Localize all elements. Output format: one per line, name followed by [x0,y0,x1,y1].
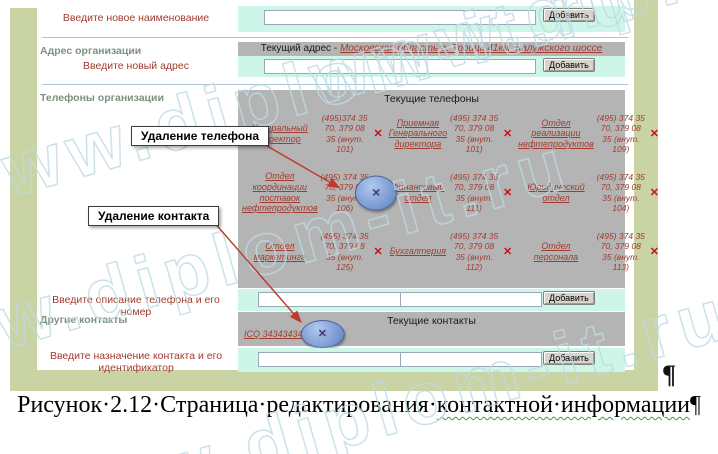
new-address-label: Введите новый адрес [83,60,189,72]
contact-delete-callout: Удаление контакта [88,206,220,226]
delete-phone-icon[interactable]: ✕ [503,128,513,140]
phones-section-label: Телефоны организации [40,92,164,104]
divider [42,84,628,85]
department-link[interactable]: Приемная Генерального директора [388,117,448,149]
page-frame-right [634,0,658,391]
phone-number: (495) 374 35 70, 379 08 35 (внут. 113) [596,230,645,272]
phone-entry: Отдел персонала (495) 374 35 70, 379 08 … [516,222,663,281]
phone-entry: Отдел координации поставок нефтепродукто… [240,163,398,222]
delete-phone-icon[interactable]: ✕ [373,128,383,140]
new-contact-label-line2: идентификатор [98,362,174,375]
phone-desc-label: Введите описание телефона и его номер [52,294,220,319]
add-address-button[interactable]: Добавить [543,58,595,72]
phone-entry: Отдел реализации нефтепродуктов (495) 37… [516,104,663,163]
add-contact-button[interactable]: Добавить [543,351,595,365]
add-phone-button[interactable]: Добавить [543,291,595,305]
department-link[interactable]: Отдел координации поставок нефтепродукто… [242,171,318,214]
contact-purpose-input[interactable] [258,352,402,367]
delete-phone-icon[interactable]: ✕ [503,246,513,258]
delete-contact-icon[interactable]: ✕✕ [300,319,345,348]
current-address-bar [238,42,625,56]
contact-id-input[interactable] [400,352,542,367]
delete-phone-icon[interactable]: ✕ [503,187,513,199]
delete-phone-icon[interactable]: ✕ [649,187,659,199]
phone-number: (495) 374 35 70, 379 08 35 (внут. 101) [450,112,499,154]
cursor-highlight: ✕ [355,175,398,210]
department-link[interactable]: Финансовый отдел [391,181,445,203]
new-address-input[interactable] [264,59,536,74]
phone-entry: Отдел маркетинга (495) 374 35 70, 379 08… [240,222,387,281]
pilcrow-mark: ¶ [662,360,677,389]
phone-delete-callout: Удаление телефона [131,126,270,146]
add-name-button[interactable]: Добавить [543,8,595,22]
current-phones-panel: Текущие телефоны [238,90,625,288]
contact-entry-link[interactable]: ICQ 343434343 [244,329,308,339]
page-frame-left [10,8,37,370]
delete-phone-icon[interactable]: ✕ [373,246,383,258]
figure-caption: Рисунок·2.12·Страница·редактирования·кон… [0,392,718,419]
new-name-input[interactable] [264,10,536,25]
phone-number: (495) 374 35 70, 379 08 35 (внут. 106) [320,171,369,213]
department-link[interactable]: Отдел маркетинга [253,240,306,262]
phone-number: (495)374 35 70, 379 08 35 (внут. 101) [321,112,368,154]
cursor-highlight: ✕ [300,319,345,348]
caption-underlined-text: контактной·информации [436,392,690,418]
phone-number: (495) 374 35 70, 379 08 35 (внут. 109) [596,112,645,154]
department-link[interactable]: Отдел реализации нефтепродуктов [518,117,594,149]
phone-number-input[interactable] [400,292,542,307]
page-frame-bottom [10,370,658,391]
phone-entry: Юридический отдел (495) 374 35 70, 379 0… [516,163,663,222]
divider [42,37,628,38]
phones-grid: Генеральный директор (495)374 35 70, 379… [240,104,659,281]
current-contacts-title: Текущие контакты [387,315,476,327]
phone-entry: Бухгалтерия (495) 374 35 70, 379 08 35 (… [387,222,516,281]
phone-entry: Приемная Генерального директора (495) 37… [387,104,516,163]
caption-pilcrow: ¶ [690,392,701,418]
department-link[interactable]: Отдел персонала [533,240,579,262]
department-link[interactable]: Юридический отдел [527,181,585,203]
caption-prefix: Рисунок·2.12·Страница·редактирования· [17,392,437,418]
delete-phone-icon[interactable]: ✕✕ [355,175,398,210]
phone-entry: Финансовый отдел (495) 374 35 70, 379 08… [387,163,516,222]
current-address-prefix: Текущий адрес - [260,43,340,54]
phone-number: (495) 374 35 70, 379 08 35 (внут. 125) [320,230,369,272]
current-address-text: Текущий адрес - Московская область г. Тр… [238,43,625,54]
phone-number: (495) 374 35 70, 379 08 35 (внут. 111) [450,171,499,213]
contacts-section-label: Другие контакты [40,314,128,326]
new-name-label: Введите новое наименование [62,12,210,24]
delete-phone-icon[interactable]: ✕ [649,246,659,258]
new-contact-label-line1: Введите назначение контакта и его [49,350,223,362]
phone-desc-input[interactable] [258,292,402,307]
current-address-link[interactable]: Московская область г. Троицк 41км. Калуж… [339,43,603,54]
address-section-label: Адрес организации [40,45,142,57]
delete-phone-icon[interactable]: ✕ [649,128,659,140]
current-phones-title: Текущие телефоны [384,93,479,105]
department-link[interactable]: Бухгалтерия [389,246,447,257]
phone-number: (495) 374 35 70, 379 08 35 (внут. 112) [450,230,499,272]
phone-number: (495) 374 35 70, 379 08 35 (внут. 104) [596,171,645,213]
